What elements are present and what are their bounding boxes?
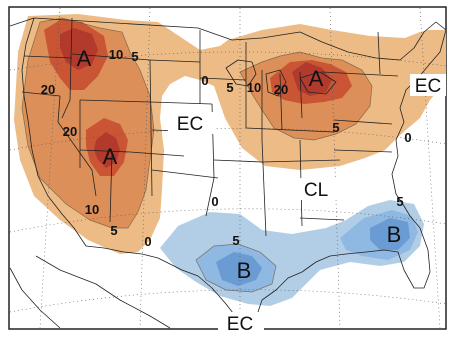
graticule-meridian-1 (39, 7, 61, 329)
border-or-ca (21, 91, 61, 97)
region-text-labels: EC EC EC CL (168, 74, 446, 335)
border-ms-al (261, 139, 267, 237)
contour-label-ne-0b: 0 (404, 130, 411, 145)
below-south-dark-region (216, 252, 262, 286)
contour-label-nw-20: 20 (41, 82, 55, 97)
border-ne-ks (149, 101, 213, 105)
above-central-peak-region (94, 132, 120, 168)
border-nm-tx (129, 151, 185, 157)
above-letter-northwest: A (77, 46, 92, 71)
border-ny-pa (321, 71, 399, 77)
border-co-nm (149, 59, 153, 197)
contour-lines (21, 17, 373, 293)
contour-label-sw-5: 5 (110, 223, 117, 238)
contour-label-ne-20: 20 (274, 82, 288, 97)
ec-south-label: EC (227, 314, 253, 335)
contour-label-west-20: 20 (63, 124, 77, 139)
graticule-lines (9, 7, 447, 329)
contour-value-labels: 10 5 20 20 10 5 0 0 5 10 20 5 0 0 5 5 (41, 47, 412, 249)
contour-label-south-0: 0 (211, 194, 218, 209)
ec-west-label-bg (168, 112, 214, 134)
border-ar-la (213, 159, 263, 163)
below-southeast-dark-region (370, 218, 410, 250)
border-ca-nv (57, 95, 97, 197)
graticule-meridian-5 (419, 7, 441, 329)
contour-label-ne-10: 10 (247, 80, 261, 95)
border-nd-sd (149, 59, 201, 63)
border-wy-co (79, 99, 151, 103)
ec-northeast-label: EC (415, 76, 441, 97)
border-mt-wy (71, 53, 151, 61)
above-west-mid-region (22, 18, 154, 228)
canada-border (9, 17, 35, 27)
contour-label-ne-0: 0 (201, 73, 208, 88)
contour-line-west (21, 17, 155, 229)
border-ia-mo (199, 77, 247, 81)
category-letters: A A A B B (77, 46, 402, 283)
contour-label-nw-5: 5 (131, 49, 138, 64)
border-ok-tx (151, 169, 219, 179)
contour-label-sw-0: 0 (144, 234, 151, 249)
contour-line-northeast (239, 51, 373, 141)
contour-label-ne-5: 5 (226, 80, 233, 95)
border-new-england (377, 31, 381, 75)
contour-line-gulf (195, 243, 277, 293)
below-letter-southeast: B (387, 222, 402, 247)
above-letter-central: A (103, 144, 118, 169)
border-tn-al (261, 159, 341, 163)
border-az-nm (109, 151, 113, 223)
border-va-nc (333, 119, 393, 125)
great-lakes (225, 59, 337, 97)
above-normal-shading (14, 14, 446, 254)
border-ut-az (79, 149, 131, 153)
contour-label-ne-5b: 5 (332, 120, 339, 135)
border-id-west (61, 17, 73, 119)
contour-label-nw-10: 10 (109, 47, 123, 62)
contour-label-se-5: 5 (396, 194, 403, 209)
ec-west-label: EC (177, 114, 203, 135)
ec-south-label-bg (218, 312, 264, 334)
state-borders (9, 17, 447, 329)
border-oh-pa (299, 71, 303, 119)
above-northwest-peak-region (60, 28, 98, 70)
mexico-coast (9, 267, 61, 329)
cl-label: CL (304, 180, 328, 201)
mexico-border (35, 255, 171, 329)
contour-label-sw-10: 10 (85, 202, 99, 217)
border-ga-fl (299, 217, 345, 221)
contour-label-gulf-5: 5 (232, 233, 239, 248)
border-ky-tn (245, 127, 335, 133)
below-normal-shading (160, 200, 424, 306)
border-nc-sc (333, 149, 393, 153)
border-in-oh (279, 73, 283, 131)
us-outline (21, 17, 447, 323)
border-wa-or (23, 55, 73, 59)
ec-northeast-label-bg (410, 74, 446, 96)
above-northeast-peak-region (292, 62, 332, 96)
cl-label-bg (296, 178, 338, 200)
below-letter-south: B (237, 258, 252, 283)
graticule-meridian-4 (329, 7, 341, 329)
graticule-meridian-2 (139, 7, 151, 329)
above-letter-northeast: A (309, 66, 324, 91)
